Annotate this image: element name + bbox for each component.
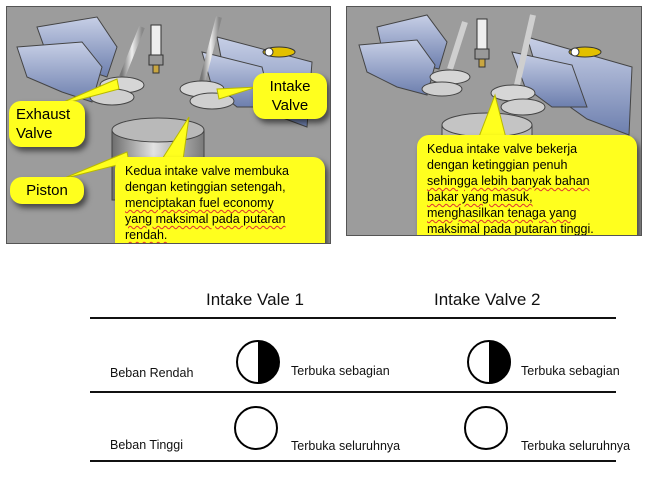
table-rule-middle [90, 391, 616, 393]
intake-valve-stem [199, 16, 222, 83]
piston-callout: Piston [10, 177, 84, 204]
exhaust-valve-stem [447, 21, 468, 70]
left-engine-panel: Exhaust Valve Intake Valve Piston Kedua … [6, 6, 331, 244]
valve2-full-open-icon [464, 406, 508, 450]
valve-state-table: Intake Vale 1 Intake Valve 2 Beban Renda… [0, 282, 650, 500]
intake-valve-head [500, 98, 546, 116]
intake-valve-label: Intake Valve [269, 78, 311, 114]
right-note-callout: Kedua intake valve bekerja dengan keting… [417, 135, 637, 236]
row1-status-valve1: Terbuka sebagian [291, 364, 390, 378]
intake-valve-stem [514, 14, 536, 86]
note-line: Kedua intake valve bekerja [427, 142, 578, 156]
column-header-valve1: Intake Vale 1 [206, 290, 304, 309]
cam-indicator [262, 46, 296, 58]
valve1-half-open-icon [236, 340, 280, 384]
left-engine-illustration [16, 16, 313, 201]
row-label-beban-rendah: Beban Rendah [110, 366, 194, 380]
table-rule-bottom [90, 460, 616, 462]
row-label-beban-tinggi: Beban Tinggi [110, 438, 183, 452]
exhaust-pointer [51, 78, 120, 108]
right-engine-panel: Kedua intake valve bekerja dengan keting… [346, 6, 642, 236]
note-line: bakar yang masuk, [427, 190, 533, 204]
exhaust-valve-head [421, 81, 463, 97]
piston-label: Piston [26, 182, 68, 199]
note-line: dengan ketinggian setengah, [125, 180, 286, 194]
note-line: maksimal pada putaran tinggi. [427, 222, 594, 236]
note-line: rendah. [125, 228, 168, 242]
exhaust-port [16, 41, 103, 103]
exhaust-valve-label: Exhaust Valve [16, 106, 71, 142]
table-rule-top [90, 317, 616, 319]
valve1-full-open-icon [234, 406, 278, 450]
row1-status-valve2: Terbuka sebagian [521, 364, 620, 378]
intake-valve-head [490, 84, 536, 102]
intake-port [511, 51, 588, 108]
valve2-half-open-icon [467, 340, 511, 384]
note-line: sehingga lebih banyak bahan [427, 174, 590, 188]
exhaust-port [358, 39, 436, 96]
spark-plug [474, 18, 490, 68]
note-line: Kedua intake valve membuka [125, 164, 289, 178]
intake-pointer [216, 86, 258, 100]
row2-status-valve2: Terbuka seluruhnya [521, 439, 631, 453]
row2-status-valve1: Terbuka seluruhnya [291, 439, 401, 453]
exhaust-valve-stem [119, 25, 145, 79]
cam-indicator [568, 46, 602, 58]
note-line: menghasilkan tenaga yang [427, 206, 577, 220]
left-note-callout: Kedua intake valve membuka dengan keting… [115, 157, 325, 243]
intake-valve-callout: Intake Valve [253, 73, 327, 119]
column-header-valve2: Intake Valve 2 [434, 290, 541, 309]
note-line: menciptakan fuel economy [125, 196, 274, 210]
spark-plug [148, 24, 164, 74]
note-line: yang maksimal pada putaran [125, 212, 286, 226]
note-line: dengan ketinggian penuh [427, 158, 568, 172]
exhaust-valve-callout: Exhaust Valve [9, 101, 85, 147]
